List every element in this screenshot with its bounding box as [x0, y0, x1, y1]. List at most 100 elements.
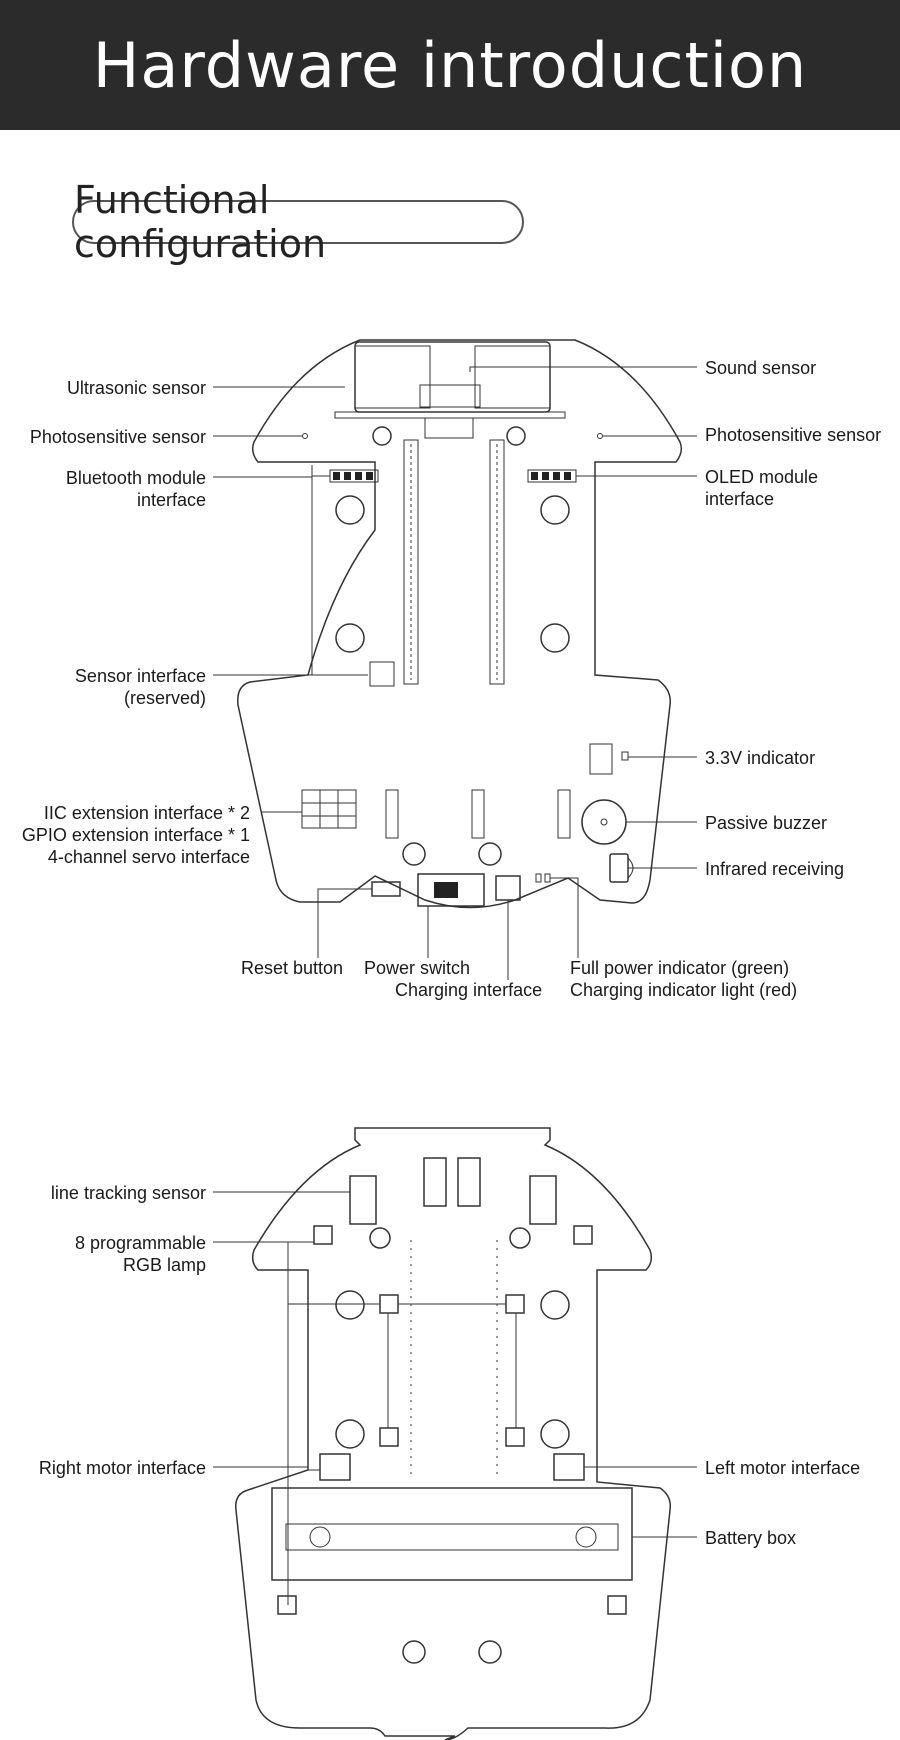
- power-switch: [417, 873, 485, 907]
- servo-header: [471, 789, 485, 839]
- ultrasonic-transducer-right: [474, 345, 551, 409]
- rgb-lamp: [277, 1595, 297, 1615]
- line-tracking-sensor: [457, 1157, 481, 1207]
- pin: [542, 472, 549, 480]
- label-infrared-receiving: Infrared receiving: [705, 859, 844, 879]
- rgb-lamp: [313, 1225, 333, 1245]
- charge-indicator-led: [544, 873, 551, 883]
- label-bluetooth-interface-line2: interface: [137, 490, 206, 510]
- label-reset-button: Reset button: [241, 958, 343, 978]
- label-sound-sensor: Sound sensor: [705, 358, 816, 378]
- ultrasonic-sensor: [354, 341, 551, 413]
- label-oled-interface: OLED module: [705, 467, 818, 487]
- label-photosensitive-sensor-left: Photosensitive sensor: [30, 427, 206, 447]
- right-motor-connector: [319, 1453, 351, 1481]
- mount-hole: [506, 426, 526, 446]
- rgb-lamp: [505, 1427, 525, 1447]
- section-title: Functional configuration: [74, 178, 327, 266]
- reset-button: [371, 881, 401, 897]
- rgb-lamp: [505, 1294, 525, 1314]
- pin: [553, 472, 560, 480]
- rgb-lamp: [379, 1294, 399, 1314]
- battery-terminal: [309, 1526, 331, 1548]
- label-bluetooth-interface: Bluetooth module: [66, 468, 206, 488]
- label-iic-extension: IIC extension interface * 2: [44, 803, 250, 823]
- label-sensor-interface-line2: (reserved): [124, 688, 206, 708]
- label-power-switch: Power switch: [364, 958, 470, 978]
- rgb-lamp: [607, 1595, 627, 1615]
- label-photosensitive-sensor-right: Photosensitive sensor: [705, 425, 881, 445]
- mount-hole: [540, 623, 570, 653]
- label-full-power-indicator: Full power indicator (green): [570, 958, 789, 978]
- label-rgb-lamp: 8 programmable: [75, 1233, 206, 1253]
- battery-box: [271, 1487, 633, 1581]
- pin: [355, 472, 362, 480]
- label-servo-interface: 4-channel servo interface: [48, 847, 250, 867]
- label-passive-buzzer: Passive buzzer: [705, 813, 827, 833]
- mount-hole: [509, 1227, 531, 1249]
- pin: [564, 472, 571, 480]
- mount-hole: [335, 623, 365, 653]
- controller-header-right: [489, 439, 505, 685]
- top-board-outline: [237, 339, 683, 909]
- mount-hole: [335, 1290, 365, 1320]
- servo-header: [557, 789, 571, 839]
- label-battery-box: Battery box: [705, 1528, 796, 1548]
- v33-indicator-led: [621, 751, 629, 761]
- battery-holder: [285, 1523, 619, 1551]
- label-ultrasonic-sensor: Ultrasonic sensor: [67, 378, 206, 398]
- power-switch-slider: [434, 882, 458, 898]
- controller-header-left: [403, 439, 419, 685]
- mount-hole: [540, 495, 570, 525]
- iic-gpio-extension-header: [301, 789, 357, 829]
- label-sensor-interface: Sensor interface: [75, 666, 206, 686]
- line-tracking-sensor: [423, 1157, 447, 1207]
- mount-hole: [478, 842, 502, 866]
- mount-hole: [402, 1640, 426, 1664]
- pin: [333, 472, 340, 480]
- section-heading: Functional configuration: [72, 178, 524, 266]
- servo-header: [385, 789, 399, 839]
- label-right-motor-interface: Right motor interface: [39, 1458, 206, 1478]
- photosensitive-sensor-left: [302, 433, 308, 439]
- rgb-lamp: [573, 1225, 593, 1245]
- label-left-motor-interface: Left motor interface: [705, 1458, 860, 1478]
- voltage-regulator: [589, 743, 613, 775]
- battery-terminal: [575, 1526, 597, 1548]
- bottom-board: [235, 1127, 672, 1740]
- ultrasonic-crystal: [419, 384, 481, 408]
- mount-hole: [372, 426, 392, 446]
- pin: [344, 472, 351, 480]
- mount-hole: [335, 1419, 365, 1449]
- mount-hole: [369, 1227, 391, 1249]
- charge-indicator-led: [535, 873, 542, 883]
- pin: [531, 472, 538, 480]
- charging-port: [495, 875, 521, 901]
- line-tracking-sensor: [529, 1175, 557, 1225]
- mount-hole: [540, 1419, 570, 1449]
- label-oled-interface-line2: interface: [705, 489, 774, 509]
- left-motor-connector: [553, 1453, 585, 1481]
- passive-buzzer: [581, 799, 627, 845]
- infrared-receiver: [609, 853, 629, 883]
- mount-hole: [402, 842, 426, 866]
- mount-hole: [478, 1640, 502, 1664]
- label-gpio-extension: GPIO extension interface * 1: [22, 825, 250, 845]
- ultrasonic-transducer-left: [354, 345, 431, 409]
- bottom-board-outline: [235, 1127, 672, 1740]
- label-charging-interface: Charging interface: [395, 980, 542, 1000]
- pin: [366, 472, 373, 480]
- mount-hole: [335, 495, 365, 525]
- top-board: [237, 339, 683, 909]
- rgb-lamp: [379, 1427, 399, 1447]
- line-tracking-sensor: [349, 1175, 377, 1225]
- label-33v-indicator: 3.3V indicator: [705, 748, 815, 768]
- sensor-interface-pads: [369, 661, 395, 687]
- mount-hole: [540, 1290, 570, 1320]
- label-rgb-lamp-line2: RGB lamp: [123, 1255, 206, 1275]
- page-title: Hardware introduction: [92, 28, 808, 102]
- header-bar: Hardware introduction: [0, 0, 900, 130]
- ultrasonic-strip: [334, 411, 566, 419]
- photosensitive-sensor-right: [597, 433, 603, 439]
